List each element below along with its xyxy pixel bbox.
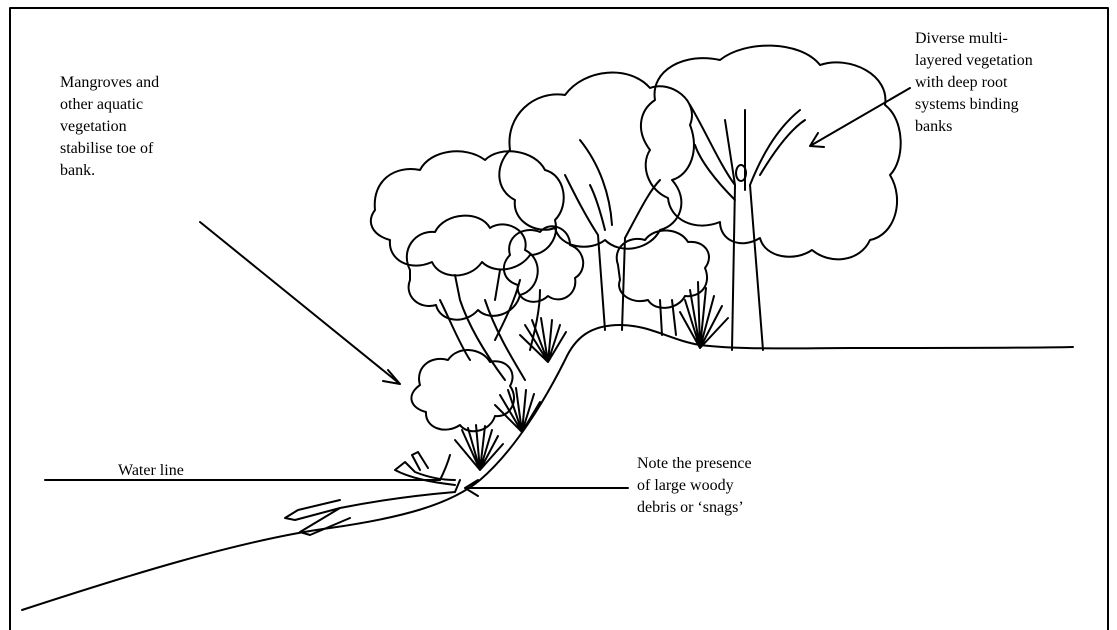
annotation-mangroves: Mangroves and other aquatic vegetation s… — [60, 72, 260, 182]
tree-canopy-large — [641, 46, 901, 260]
mangrove-canopy-2 — [504, 226, 583, 302]
mangrove-canopy — [411, 350, 514, 431]
grass-clump-3 — [520, 318, 566, 362]
arrow-snags — [465, 480, 628, 496]
tree-canopy-left — [371, 151, 564, 275]
grass-clump-4 — [680, 282, 728, 348]
annotation-water-line: Water line — [118, 460, 278, 482]
grass-clump-1 — [455, 425, 503, 470]
woody-debris-snag — [285, 452, 460, 535]
annotation-diverse-vegetation: Diverse multi- layered vegetation with d… — [915, 28, 1115, 138]
tree-trunks-left — [440, 270, 525, 380]
tree-canopy-middle — [499, 73, 694, 249]
tree-canopy-left-inner — [407, 216, 538, 320]
grass-clump-2 — [495, 388, 540, 432]
arrow-mangroves — [200, 222, 400, 384]
annotation-snags: Note the presence of large woody debris … — [637, 453, 857, 519]
tree-canopy-small — [617, 230, 709, 307]
tree-trunk-large — [690, 105, 805, 350]
